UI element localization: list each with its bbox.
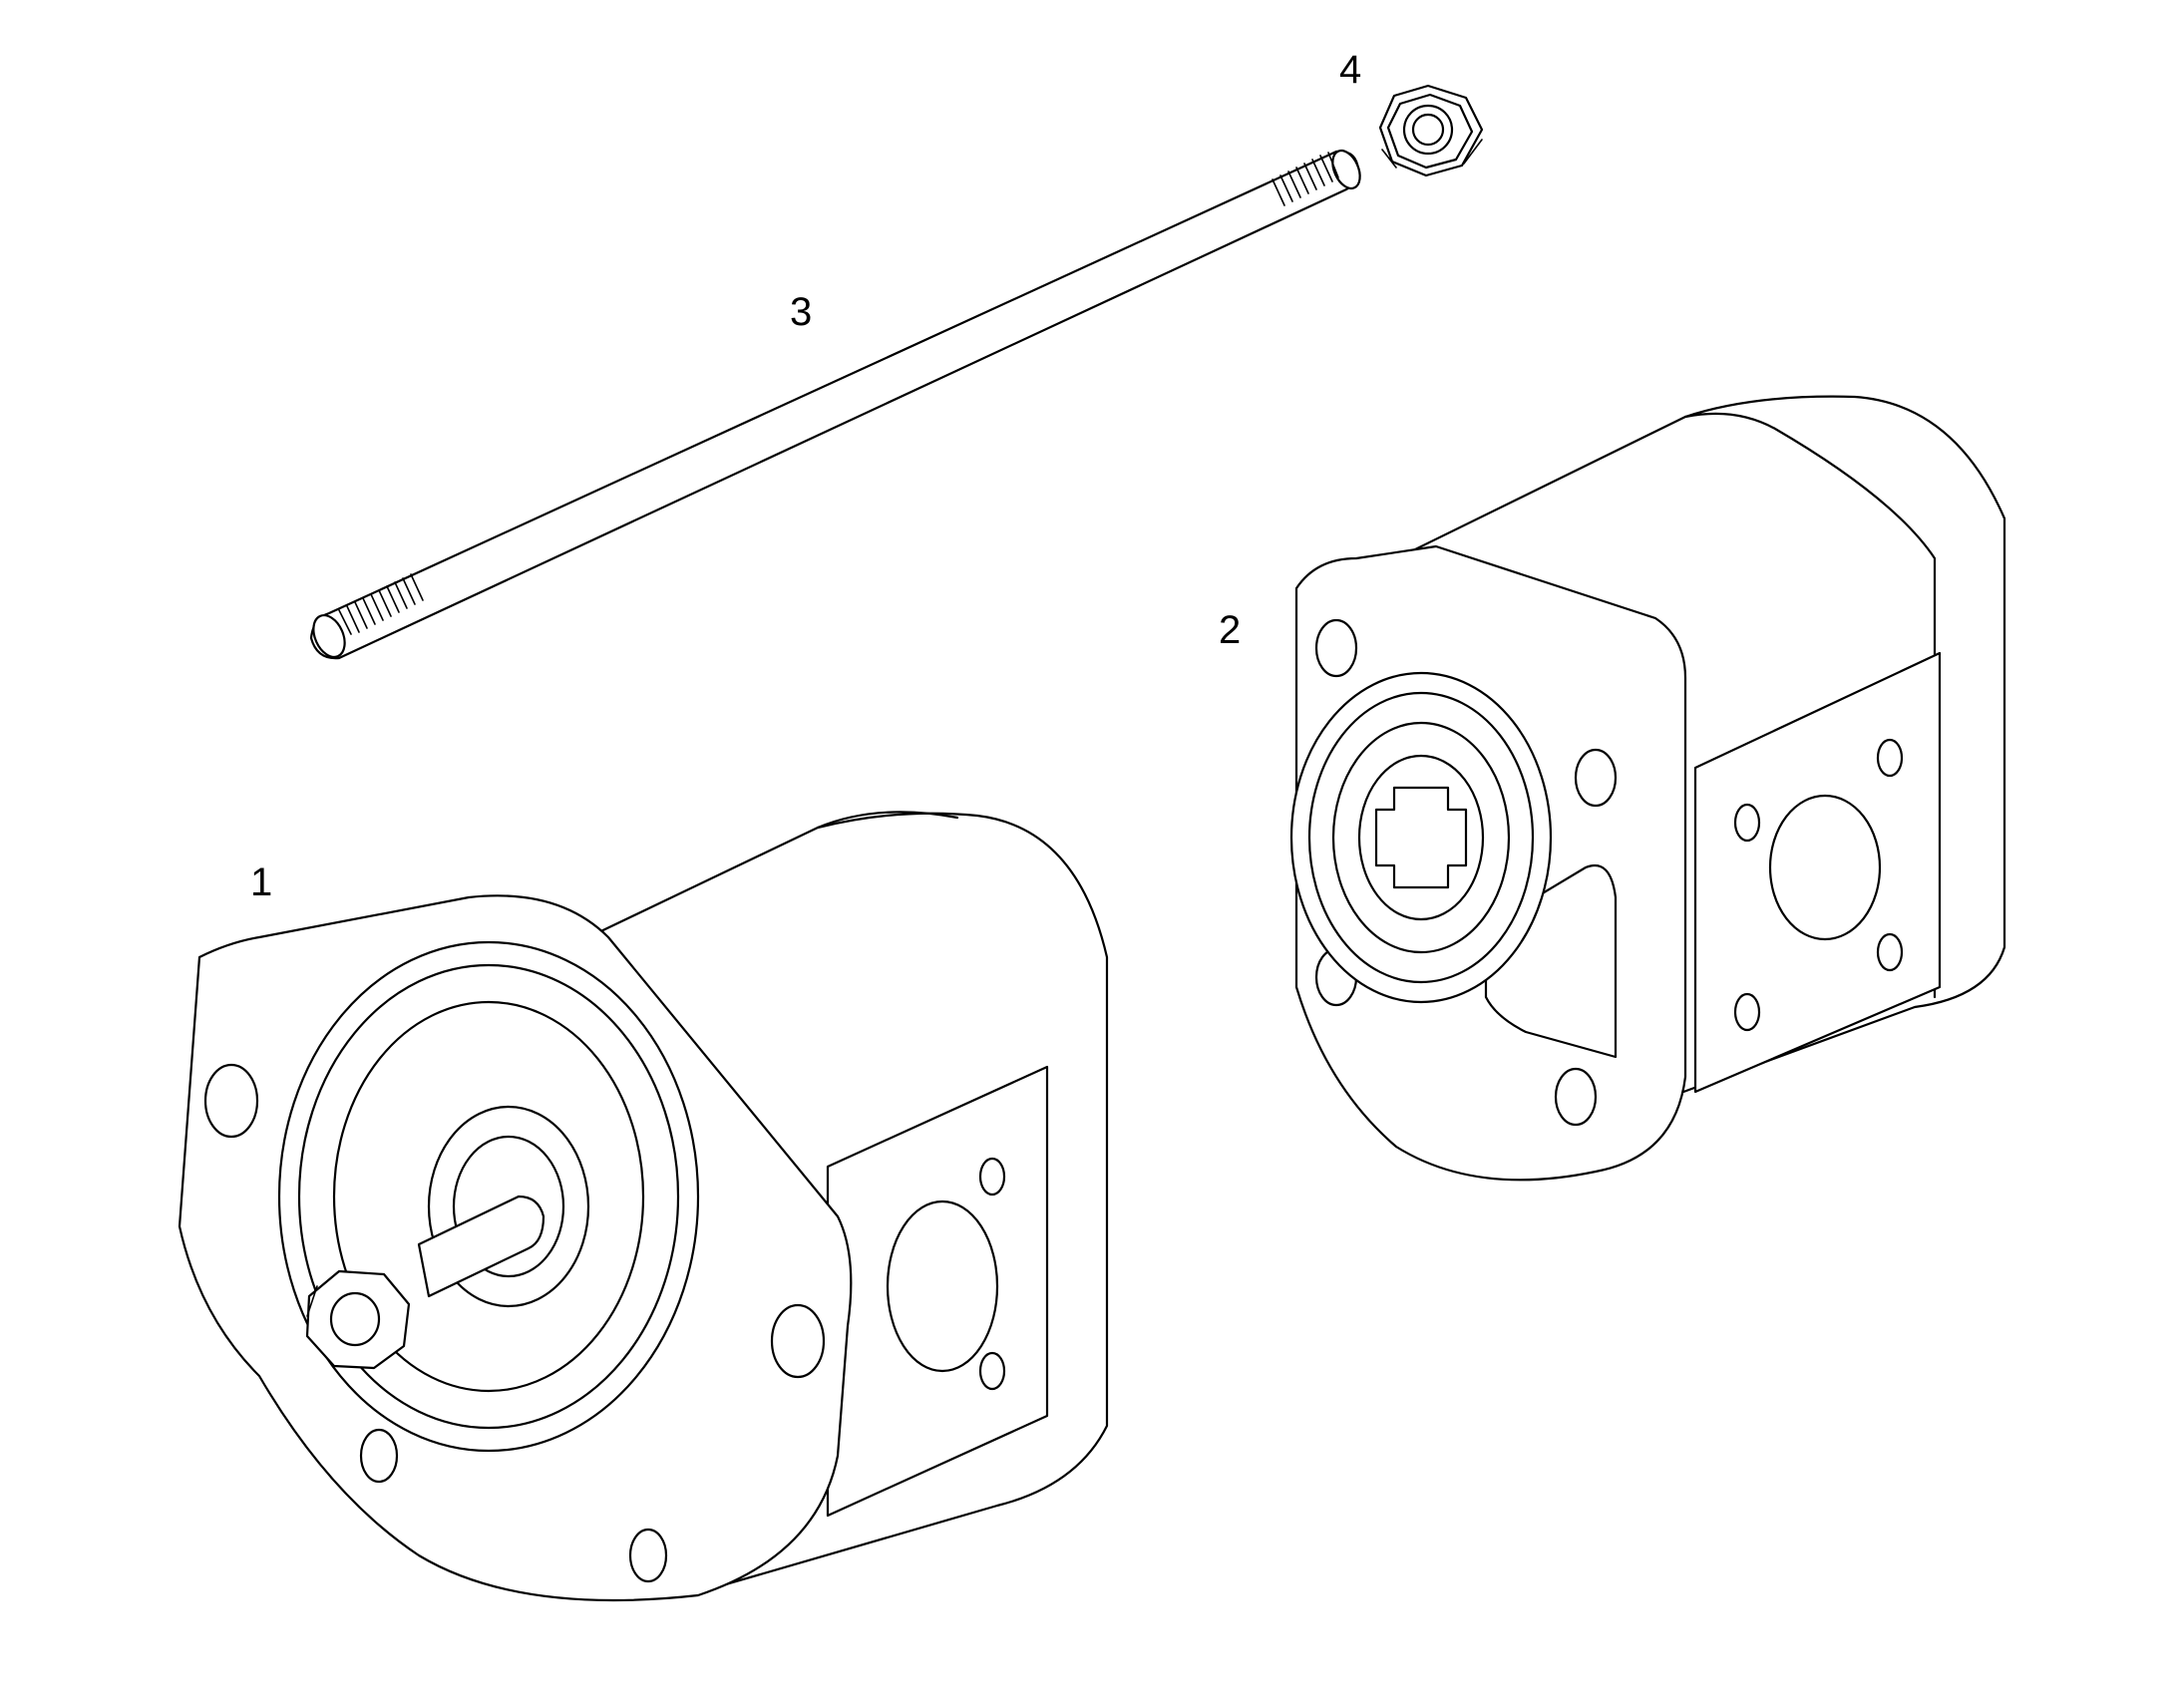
stud-thread-left bbox=[338, 573, 424, 635]
callout-4: 4 bbox=[1339, 48, 1361, 92]
callout-3: 3 bbox=[790, 290, 812, 334]
callout-1: 1 bbox=[250, 860, 272, 904]
hex-nut-icon bbox=[1378, 84, 1484, 177]
stud-thread-right bbox=[1272, 152, 1339, 206]
callout-2: 2 bbox=[1219, 608, 1241, 652]
gear-pump-with-splined-coupling-icon bbox=[1289, 395, 2006, 1182]
gear-pump-with-tapered-shaft-icon bbox=[178, 811, 1109, 1602]
threaded-stud-icon bbox=[309, 149, 1361, 660]
